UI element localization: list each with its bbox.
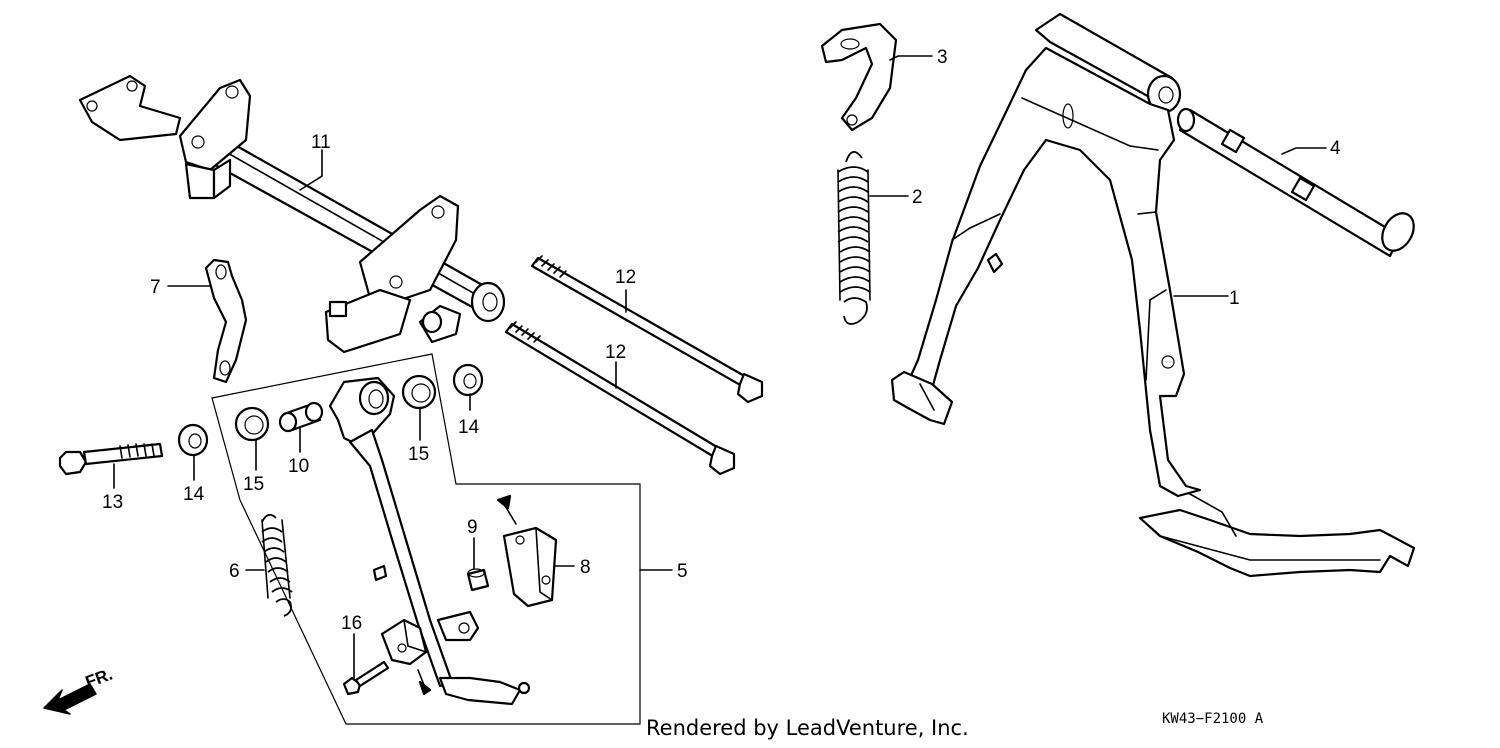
side-stand-switch-block: [380, 618, 432, 696]
callout-part-3[interactable]: 3: [937, 47, 948, 68]
part-14-washer-left[interactable]: [177, 423, 209, 457]
part-1-main-stand[interactable]: [890, 12, 1416, 578]
part-5-side-stand[interactable]: [328, 376, 531, 706]
callout-part-16[interactable]: 16: [341, 613, 362, 634]
part-12-long-bolt-upper[interactable]: [530, 255, 764, 404]
callout-part-5[interactable]: 5: [677, 561, 688, 582]
callout-part-1[interactable]: 1: [1229, 288, 1240, 309]
callout-part-10[interactable]: 10: [288, 456, 309, 477]
part-16-bolt[interactable]: [342, 660, 390, 696]
part-15-collar-right[interactable]: [401, 374, 437, 410]
callout-part-15-right[interactable]: 15: [408, 444, 429, 465]
diagram-code: KW43−F2100 A: [1162, 711, 1264, 727]
part-8-rubber-pad[interactable]: [496, 494, 558, 608]
callout-part-12-upper[interactable]: 12: [615, 267, 636, 288]
callout-part-13[interactable]: 13: [102, 492, 123, 513]
part-3-bracket[interactable]: [820, 22, 898, 132]
part-6-spring[interactable]: [261, 513, 293, 617]
part-15-collar-left[interactable]: [234, 406, 270, 442]
part-9-pin[interactable]: [466, 568, 490, 592]
callout-part-14-right[interactable]: 14: [458, 417, 480, 438]
leader-lines: [113, 55, 1327, 681]
part-12-long-bolt-lower[interactable]: [504, 321, 736, 476]
front-direction-indicator: FR.: [43, 665, 115, 715]
part-10-bushing[interactable]: [278, 401, 324, 433]
part-5-side-stand-assembly-outline: [211, 353, 641, 725]
callout-part-12-lower[interactable]: 12: [605, 342, 626, 363]
front-label: FR.: [83, 665, 115, 692]
credit-text: Rendered by LeadVenture, Inc.: [646, 716, 969, 740]
part-14-washer-right[interactable]: [452, 363, 484, 397]
callout-part-11[interactable]: 11: [311, 132, 331, 153]
part-7-bracket-plate[interactable]: [204, 258, 248, 384]
callout-part-9[interactable]: 9: [467, 517, 478, 538]
part-2-spring[interactable]: [837, 151, 871, 325]
callout-labels: 1 2 3 4 5 6 7 8 9 10 11 12 12 13 14 14 1…: [102, 47, 1341, 634]
callout-part-15-left[interactable]: 15: [243, 474, 264, 495]
callout-part-7[interactable]: 7: [150, 277, 161, 298]
part-4-pivot-shaft[interactable]: [1176, 107, 1420, 258]
callout-part-6[interactable]: 6: [229, 561, 240, 582]
callout-part-2[interactable]: 2: [912, 187, 923, 208]
front-arrow-icon: [43, 683, 97, 715]
callout-part-14-left[interactable]: 14: [183, 484, 205, 505]
part-11-frame-crossmember[interactable]: [78, 74, 506, 354]
callout-part-8[interactable]: 8: [580, 557, 591, 578]
part-13-pivot-bolt[interactable]: [58, 442, 164, 476]
callout-part-4[interactable]: 4: [1330, 138, 1341, 159]
